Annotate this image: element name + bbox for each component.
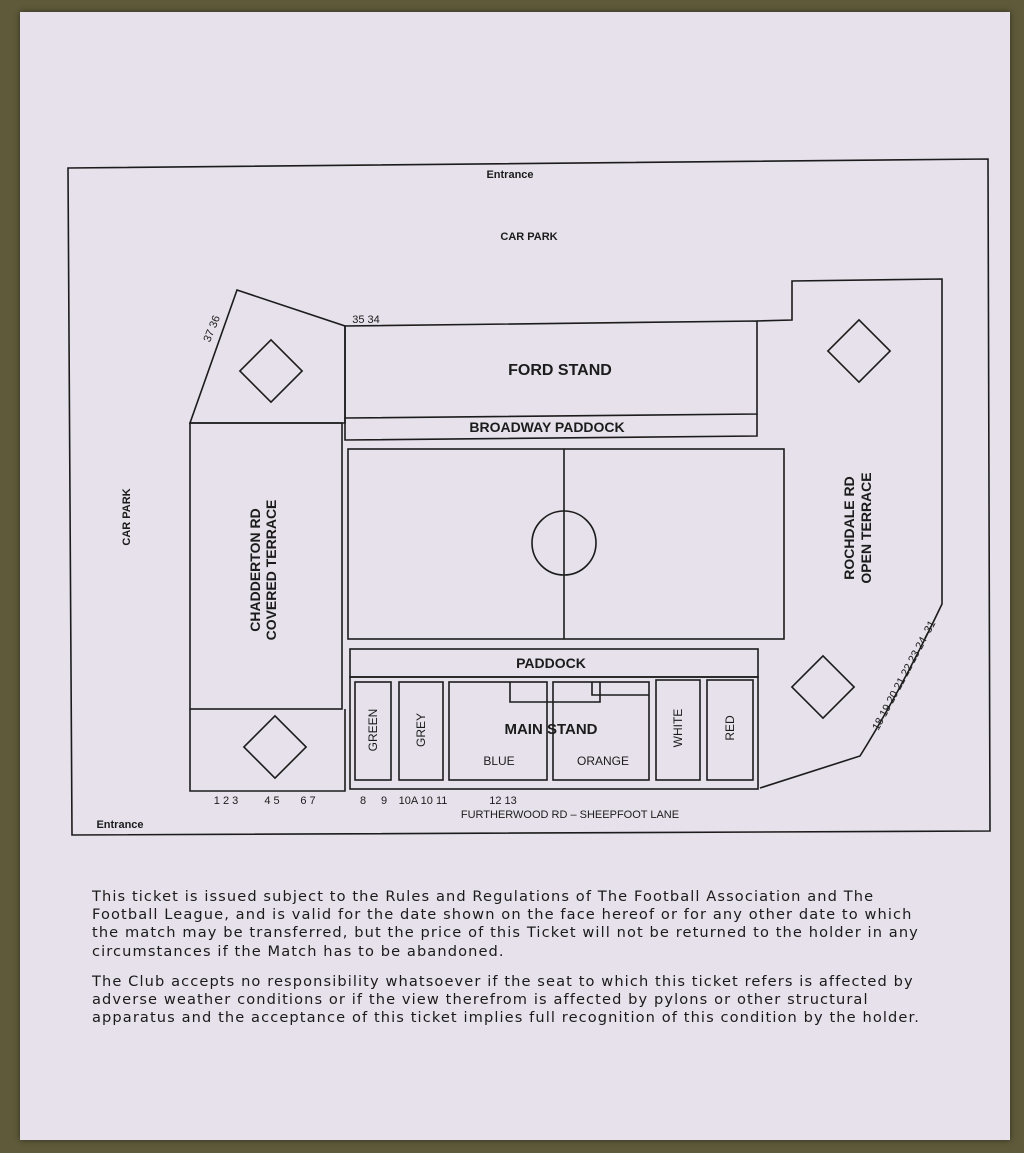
rochdale-label-line2: OPEN TERRACE [858,472,874,583]
gates-bottom-3: 6 7 [300,795,315,807]
broadway-paddock-outline [344,414,758,441]
section-green-label: GREEN [366,709,380,752]
entrance-top-label: Entrance [486,169,533,181]
chadderton-label-line2: COVERED TERRACE [263,500,279,641]
section-white-box [655,679,701,781]
gates-bottom-5: 9 [381,795,387,807]
section-red-label: RED [723,715,737,741]
gates-top: 35 34 [352,314,380,326]
section-green-box [354,681,392,781]
gates-bottom-1: 1 2 3 [214,795,238,807]
paddock-label: PADDOCK [516,655,586,671]
rochdale-label-line1: ROCHDALE RD [841,476,857,579]
corner-diamond-top-left [238,338,304,404]
section-blue-box [448,681,548,781]
main-stand-label: MAIN STAND [504,721,597,738]
ticket: Entrance Entrance CAR PARK CAR PARK FORD… [20,12,1010,1140]
directors-box [509,682,649,703]
ground-boundary [67,158,991,836]
gates-bottom-6: 10A 10 11 [399,795,448,807]
section-orange-box [552,681,650,781]
car-park-top-label: CAR PARK [500,231,557,243]
corner-diamond-top-right [826,318,892,384]
chadderton-label-line1: CHADDERTON RD [247,508,263,631]
corner-diamond-bottom-left [242,714,308,780]
section-grey-label: GREY [414,713,428,747]
main-stand-outline [349,676,759,790]
corner-diamond-bottom-right [790,654,856,720]
entrance-bottom-label: Entrance [96,819,143,831]
gates-right: 18 19 20 21 22 23 24–31 [870,619,938,733]
section-blue-label: BLUE [483,754,514,768]
pitch [347,448,785,640]
rochdale-terrace-outline [756,278,943,789]
section-grey-box [398,681,444,781]
road-bottom-label: FURTHERWOOD RD – SHEEPFOOT LANE [461,809,679,821]
gates-bottom-2: 4 5 [264,795,279,807]
gates-bottom-7: 12 13 [489,795,517,807]
ticket-terms: This ticket is issued subject to the Rul… [92,888,932,1039]
terms-paragraph-2: The Club accepts no responsibility whats… [92,972,920,1027]
section-orange-label: ORANGE [577,754,629,768]
gates-bottom-4: 8 [360,795,366,807]
corner-terrace-bottom-left [189,709,346,792]
section-red-box [706,679,754,781]
ground-plan: Entrance Entrance CAR PARK CAR PARK FORD… [67,158,991,836]
terms-paragraph-1: This ticket is issued subject to the Rul… [92,888,919,960]
section-white-label: WHITE [671,709,685,748]
centre-circle [531,510,597,576]
chadderton-terrace-outline [189,422,343,710]
ford-stand-label: FORD STAND [508,362,612,379]
car-park-left-label: CAR PARK [121,488,133,545]
corner-terrace-top-left [188,288,346,424]
broadway-paddock-label: BROADWAY PADDOCK [469,419,624,435]
